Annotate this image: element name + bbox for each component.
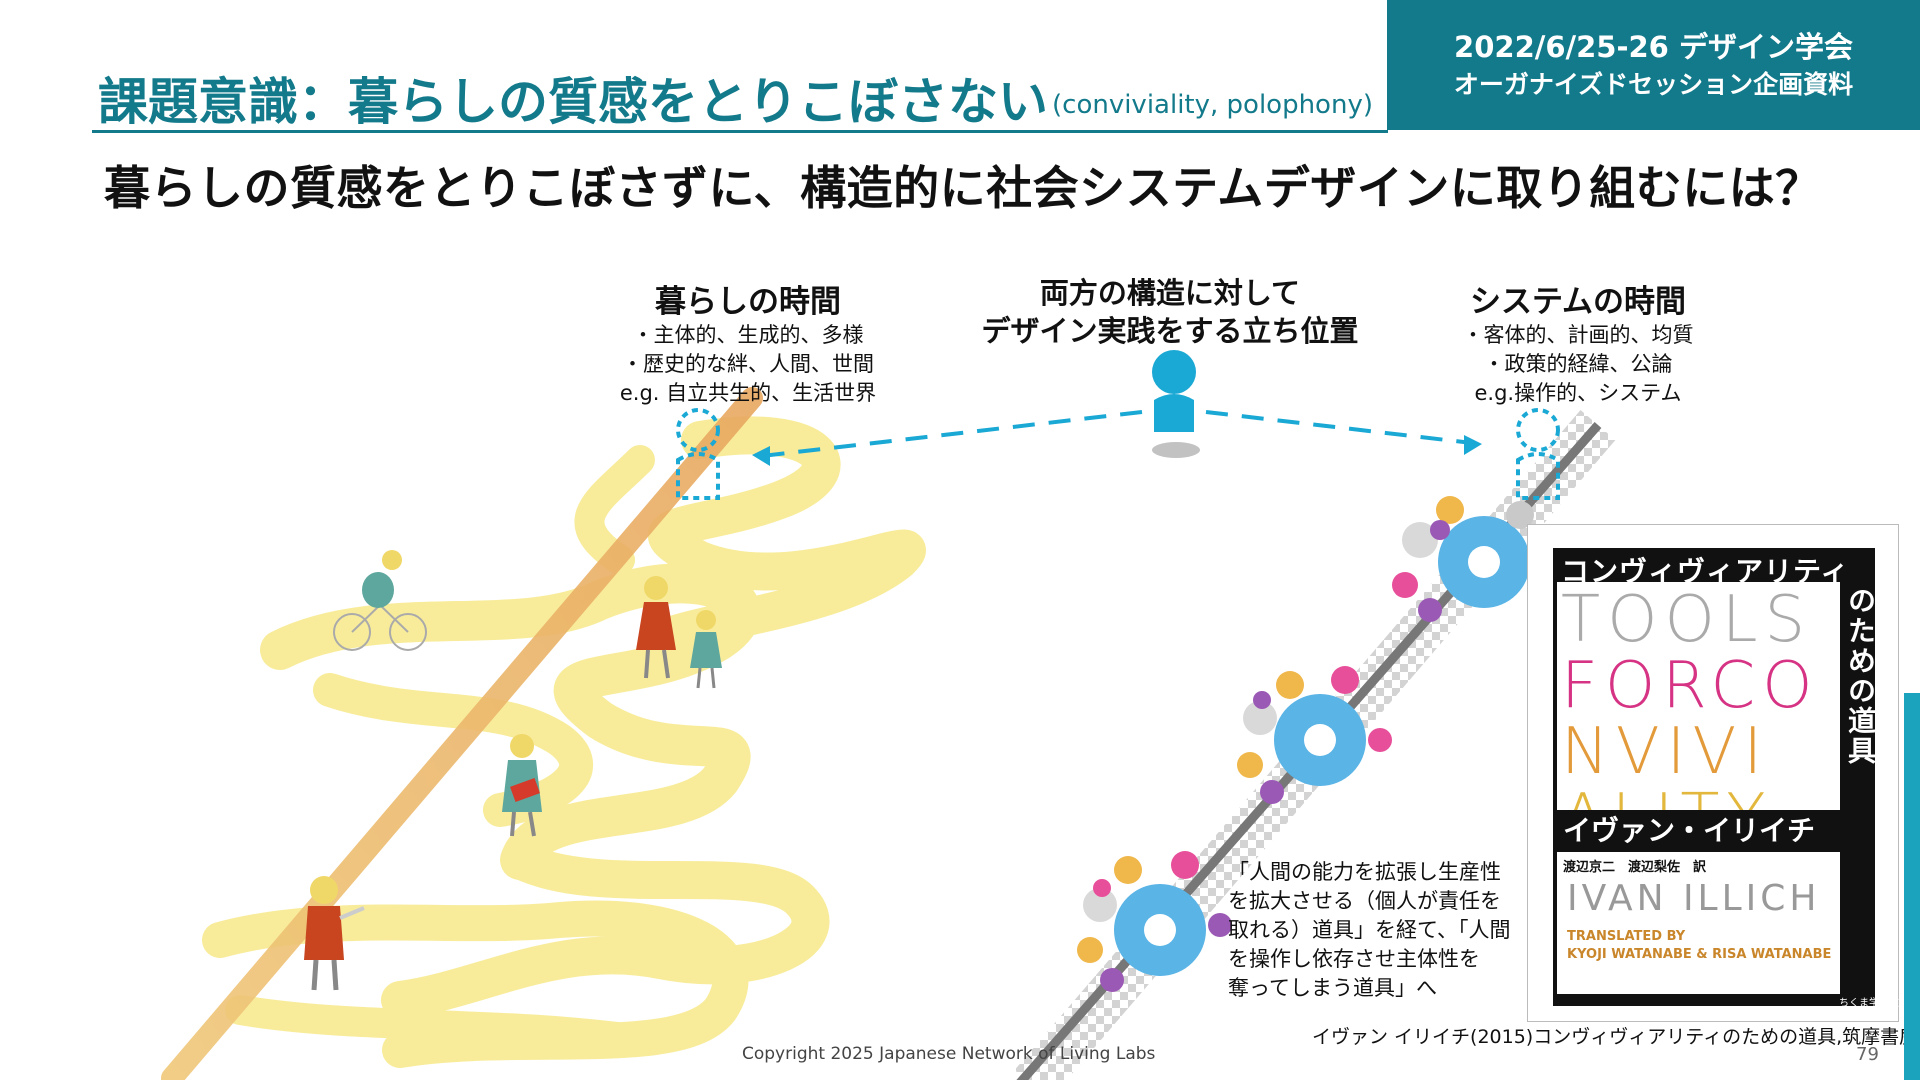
- main-question: 暮らしの質感をとりこぼさずに、構造的に社会システムデザインに取り組むには？: [104, 161, 1822, 215]
- lifeworld-beam: [161, 387, 763, 1080]
- quote-line-5: 奪ってしまう道具」へ: [1228, 976, 1437, 1000]
- left-heading: 暮らしの時間: [655, 284, 841, 320]
- header-line-2: オーガナイズドセッション企画資料: [1453, 70, 1854, 99]
- lifeworld-person-dashed-icon: [676, 408, 720, 500]
- title-underline: [92, 130, 1388, 133]
- right-column: システムの時間 ・客体的、計画的、均質 ・政策的経緯、公論 e.g.操作的、シス…: [1388, 276, 1768, 408]
- arrow-head-left: [752, 446, 770, 466]
- gear-cluster-middle: [1237, 666, 1392, 804]
- center-heading-2: デザイン実践をする立ち位置: [981, 314, 1359, 348]
- center-heading-1: 両方の構造に対して: [1039, 276, 1301, 310]
- quote-text: 「人間の能力を拡張し生産性 を拡大させる（個人が責任を 取れる）道具」を経て、「…: [1228, 858, 1528, 1003]
- left-line-3: e.g. 自立共生的、生活世界: [619, 381, 877, 405]
- citation: イヴァン イリイチ(2015)コンヴィヴィアリティのための道具,筑摩書房.: [1312, 1026, 1920, 1048]
- right-line-1: ・客体的、計画的、均質: [1462, 323, 1694, 347]
- book-cover-image: コンヴィヴィアリティ のための道具 TOOLS FORCO NVIVI ALIT…: [1527, 524, 1909, 1022]
- dashed-arrows: [761, 410, 1473, 458]
- designer-person-icon: [1152, 350, 1200, 458]
- book-translators-en: KYOJI WATANABE & RISA WATANABE: [1567, 947, 1832, 962]
- system-person-dashed-icon: [1516, 408, 1560, 500]
- book-cover-frame: コンヴィヴィアリティ のための道具 TOOLS FORCO NVIVI ALIT…: [1553, 548, 1909, 1009]
- book-title-jp-vertical: のための道具: [1844, 586, 1877, 766]
- left-column: 暮らしの時間 ・主体的、生成的、多様 ・歴史的な絆、人間、世間 e.g. 自立共…: [558, 276, 938, 408]
- book-publisher: ちくま学芸文庫: [1839, 998, 1909, 1009]
- book-big-line-1: TOOLS: [1561, 583, 1813, 657]
- slide-title: 課題意識：暮らしの質感をとりこぼさない: [98, 73, 1048, 131]
- standing-person-figure: [304, 876, 365, 991]
- center-column: 両方の構造に対して デザイン実践をする立ち位置: [960, 274, 1380, 350]
- book-lower-white: IVAN ILLICH TRANSLATED BY KYOJI WATANABE…: [1557, 878, 1840, 994]
- quote-line-1: 「人間の能力を拡張し生産性: [1228, 860, 1501, 884]
- header-line-1: 2022/6/25-26 デザイン学会: [1454, 30, 1853, 64]
- right-line-2: ・政策的経緯、公論: [1483, 352, 1673, 376]
- right-line-3: e.g.操作的、システム: [1474, 381, 1682, 405]
- quote-line-4: を操作し依存させ主体性を: [1228, 947, 1480, 971]
- quote-line-3: 取れる）道具」を経て、「人間: [1228, 918, 1511, 942]
- left-line-1: ・主体的、生成的、多様: [632, 323, 864, 347]
- book-author-jp: イヴァン・イリイチ: [1557, 810, 1846, 852]
- yellow-streams: [202, 416, 926, 1068]
- right-heading: システムの時間: [1469, 284, 1687, 320]
- gear-cluster-bottom: [1077, 851, 1232, 992]
- book-translated-by: TRANSLATED BY: [1567, 929, 1686, 944]
- book-big-line-2: FORCO: [1561, 649, 1820, 723]
- cyclist-figure: [333, 550, 427, 651]
- walking-couple-figure: [636, 576, 722, 689]
- quote-line-2: を拡大させる（個人が責任を: [1228, 889, 1501, 913]
- slide-title-sub: (conviviality, polophony): [1052, 90, 1373, 120]
- book-translators-jp: 渡辺京二 渡辺梨佐 訳: [1557, 856, 1840, 875]
- right-accent-bar: [1904, 693, 1920, 1080]
- book-author-en: IVAN ILLICH: [1567, 878, 1821, 919]
- header-box: 2022/6/25-26 デザイン学会 オーガナイズドセッション企画資料: [1387, 0, 1920, 130]
- book-big-line-3: NVIVI: [1561, 715, 1770, 789]
- arrow-head-right: [1464, 435, 1482, 455]
- walking-person-figure: [502, 734, 542, 837]
- page-number: 79: [1856, 1044, 1879, 1065]
- left-line-2: ・歴史的な絆、人間、世間: [622, 352, 874, 376]
- copyright: Copyright 2025 Japanese Network of Livin…: [742, 1044, 1156, 1064]
